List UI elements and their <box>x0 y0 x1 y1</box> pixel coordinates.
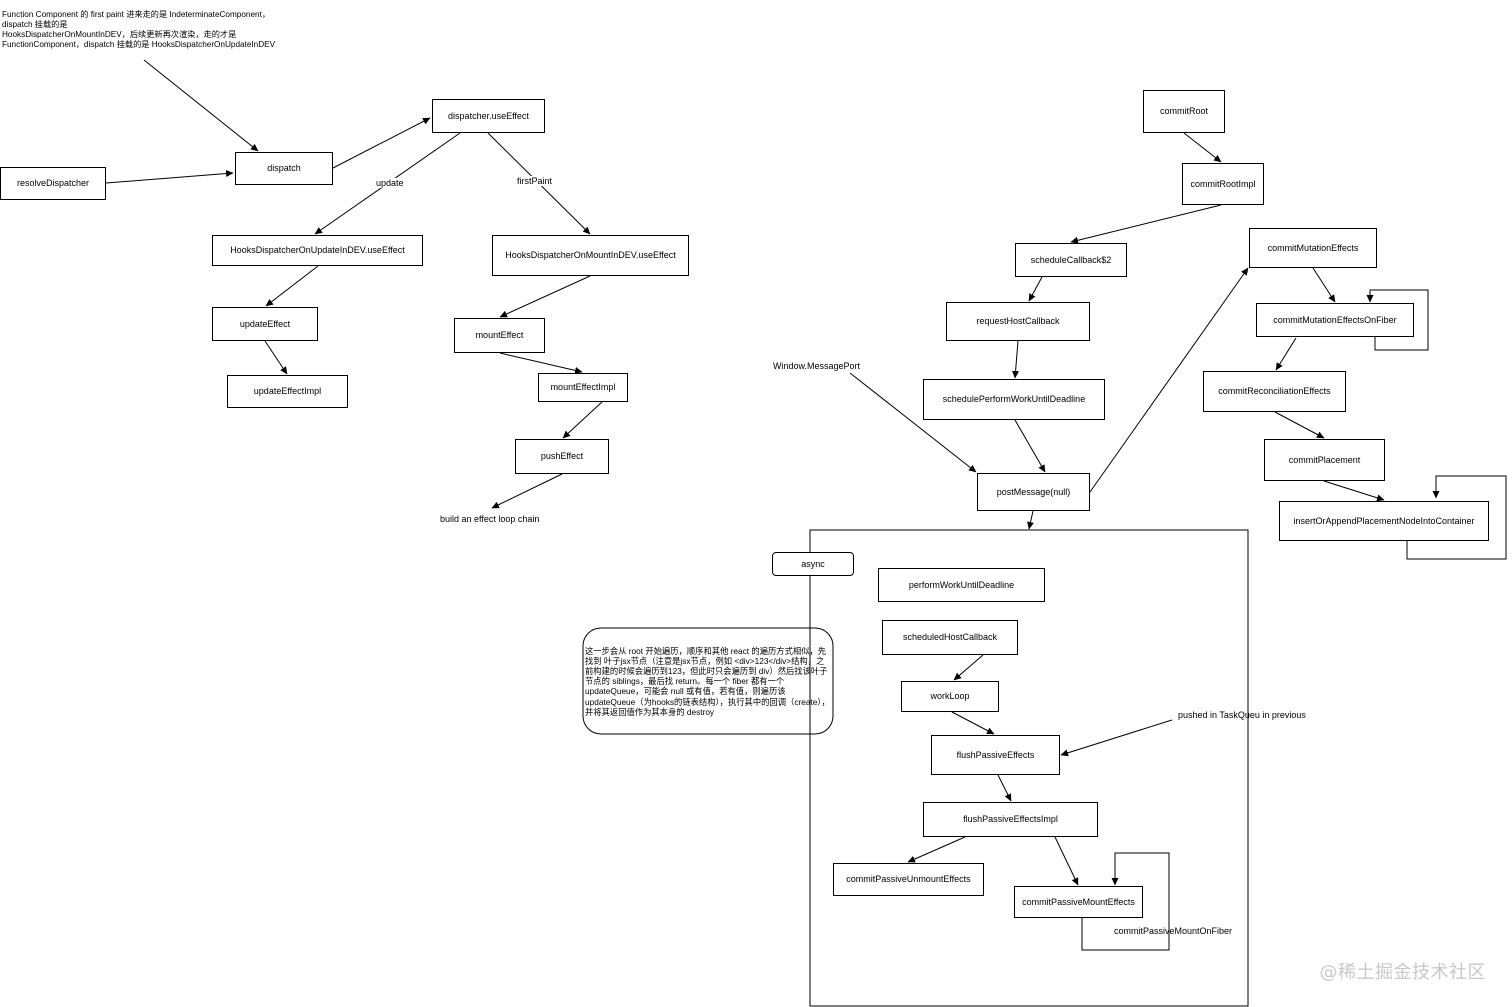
node-commit-reconciliation[interactable]: commitReconciliationEffects <box>1203 371 1346 412</box>
node-dispatcher-useeffect[interactable]: dispatcher.useEffect <box>432 99 545 133</box>
node-resolve-dispatcher[interactable]: resolveDispatcher <box>0 167 106 200</box>
edge-dispatch-to-useeffect <box>332 117 431 169</box>
node-update-effect[interactable]: updateEffect <box>212 307 318 341</box>
edge-onfiber-to-recon <box>1275 337 1297 371</box>
node-update-useeffect[interactable]: HooksDispatcherOnUpdateInDEV.useEffect <box>212 235 423 266</box>
edge-push-to-chain <box>491 473 563 509</box>
node-work-loop[interactable]: workLoop <box>901 681 999 712</box>
node-commit-passive-unmount[interactable]: commitPassiveUnmountEffects <box>833 863 984 896</box>
edge-mountimpl-to-push <box>562 401 603 439</box>
edge-recon-to-placement <box>1274 411 1325 439</box>
edge-impl-to-unmount <box>907 836 966 863</box>
edge-resolve-to-dispatch <box>105 170 234 184</box>
loop-passive-mount <box>1081 852 1170 951</box>
edge-note-to-dispatch <box>143 59 259 152</box>
node-commit-root-impl[interactable]: commitRootImpl <box>1182 163 1264 205</box>
node-commit-placement[interactable]: commitPlacement <box>1264 439 1385 481</box>
loop-onfiber <box>1366 289 1429 351</box>
traversal-note-box <box>582 627 834 735</box>
edge-label-firstpaint: firstPaint <box>517 176 553 187</box>
edge-placement-to-insert <box>1323 480 1385 502</box>
first-paint-note: Function Component 的 first paint 进来走的是 I… <box>2 10 276 49</box>
label-window-messageport: Window.MessagePort <box>773 361 861 371</box>
edge-scheduled-to-workloop <box>953 654 984 681</box>
watermark: @稀土掘金技术社区 <box>1319 962 1486 983</box>
traversal-note: 这一步会从 root 开始遍历，顺序和其他 react 的遍历方式相似，先找到 … <box>585 646 830 717</box>
edge-label-update: update <box>376 178 404 189</box>
edge-schedperform-to-post <box>1014 419 1046 473</box>
node-scheduled-host-callback[interactable]: scheduledHostCallback <box>882 620 1018 655</box>
edge-mutation-to-onfiber <box>1312 267 1336 303</box>
node-request-host-callback[interactable]: requestHostCallback <box>946 302 1090 341</box>
edge-post-to-container <box>1027 510 1034 530</box>
label-pushed-in-taskqueue: pushed in TaskQueu in previous <box>1178 710 1306 720</box>
node-insert-or-append[interactable]: insertOrAppendPlacementNodeIntoContainer <box>1279 501 1489 541</box>
edge-request-to-schedperform <box>1012 340 1020 379</box>
node-schedule-callback[interactable]: scheduleCallback$2 <box>1015 243 1127 277</box>
edge-impl-to-schedule <box>1070 204 1222 244</box>
edge-flush-to-impl <box>997 774 1012 802</box>
edge-update-to-updateeffect <box>265 265 319 307</box>
node-mount-effect[interactable]: mountEffect <box>454 318 545 353</box>
node-push-effect[interactable]: pushEffect <box>515 439 609 474</box>
node-dispatch[interactable]: dispatch <box>235 152 333 185</box>
node-post-message[interactable]: postMessage(null) <box>977 473 1090 511</box>
node-commit-mutation-effects[interactable]: commitMutationEffects <box>1249 228 1377 268</box>
node-flush-passive-effects-impl[interactable]: flushPassiveEffectsImpl <box>923 802 1098 837</box>
edge-mounteffect-to-impl <box>499 352 583 374</box>
edge-port-to-post <box>849 372 977 473</box>
node-update-effect-impl[interactable]: updateEffectImpl <box>227 375 348 408</box>
label-build-chain: build an effect loop chain <box>440 514 540 524</box>
edge-schedule-to-request <box>1028 276 1043 302</box>
node-schedule-perform-work[interactable]: schedulePerformWorkUntilDeadline <box>923 379 1105 420</box>
loop-insert <box>1406 475 1507 560</box>
edge-mount-to-mounteffect <box>499 275 591 318</box>
edge-workloop-to-flush <box>951 711 995 735</box>
async-tag[interactable]: async <box>772 552 854 576</box>
node-mount-effect-impl[interactable]: mountEffectImpl <box>538 373 628 402</box>
edge-impl-to-mounteffects <box>1054 836 1079 886</box>
node-commit-passive-mount[interactable]: commitPassiveMountEffects <box>1014 886 1143 918</box>
node-commit-mutation-on-fiber[interactable]: commitMutationEffectsOnFiber <box>1256 303 1414 337</box>
node-commit-root[interactable]: commitRoot <box>1143 90 1225 133</box>
edge-post-to-mutation <box>1089 267 1249 493</box>
async-container <box>809 529 1249 1007</box>
node-perform-work-until-deadline[interactable]: performWorkUntilDeadline <box>878 568 1045 602</box>
label-commit-passive-mount-on-fiber: commitPassiveMountOnFiber <box>1114 926 1233 936</box>
edge-pushed-to-flush <box>1060 719 1173 757</box>
edge-commitroot-to-impl <box>1183 132 1222 163</box>
edge-updateeffect-to-impl <box>264 340 288 375</box>
node-flush-passive-effects[interactable]: flushPassiveEffects <box>931 735 1060 775</box>
node-mount-useeffect[interactable]: HooksDispatcherOnMountInDEV.useEffect <box>492 235 689 276</box>
